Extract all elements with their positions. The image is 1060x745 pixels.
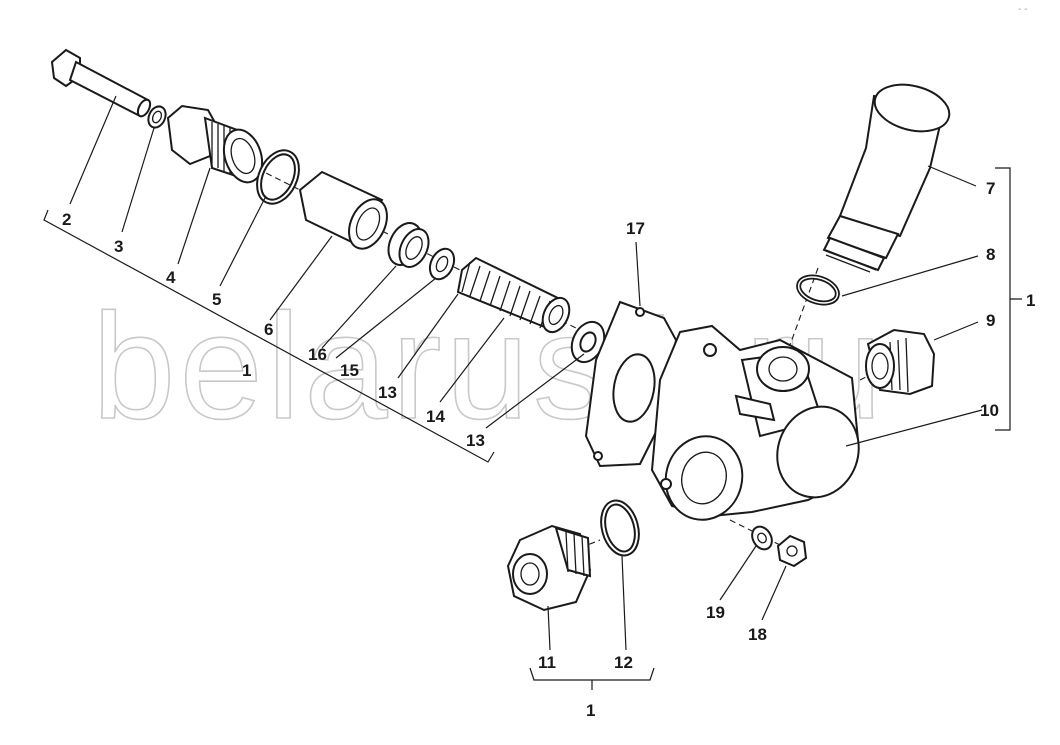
label-part-18: 18 — [748, 625, 767, 644]
part-6-sleeve — [298, 170, 388, 250]
part-13-washer — [570, 320, 606, 364]
part-16-bushing — [387, 222, 430, 268]
part-18-hex-nut — [776, 534, 808, 568]
label-part-2: 2 — [62, 210, 71, 229]
part-9-threaded-plug — [865, 328, 936, 396]
leader-lines — [69, 95, 983, 651]
label-part-5: 5 — [212, 290, 221, 309]
part-19-washer — [751, 525, 773, 551]
part-17-gasket — [584, 300, 678, 468]
label-part-16: 16 — [308, 345, 327, 364]
label-part-15: 15 — [340, 361, 359, 380]
label-part-7: 7 — [986, 179, 995, 198]
part-5-o-ring — [256, 149, 300, 205]
label-part-8: 8 — [986, 245, 995, 264]
label-part-13-lower: 13 — [466, 431, 485, 450]
label-part-17: 17 — [626, 219, 645, 238]
bracket-bottom-assembly — [529, 667, 655, 690]
part-15-ring — [428, 247, 456, 281]
part-12-o-ring — [600, 499, 640, 557]
part-4-threaded-fitting — [166, 104, 264, 184]
bracket-right-assembly — [995, 167, 1022, 431]
part-11-union-fitting — [506, 524, 592, 612]
part-2-bolt — [50, 48, 152, 118]
label-part-3: 3 — [114, 237, 123, 256]
label-part-19: 19 — [706, 603, 725, 622]
label-assembly-1-right: 1 — [1026, 291, 1035, 310]
label-part-12: 12 — [614, 653, 633, 672]
part-14-spring — [456, 256, 571, 334]
label-part-10: 10 — [980, 401, 999, 420]
label-part-13-upper: 13 — [378, 383, 397, 402]
corner-mark: - - — [1018, 4, 1027, 15]
label-part-11: 11 — [538, 653, 556, 672]
part-8-washer — [796, 274, 840, 306]
part-7-filter-cup — [822, 83, 951, 273]
bracket-left-assembly — [43, 209, 495, 463]
part-3-washer — [147, 105, 167, 129]
label-part-14: 14 — [426, 407, 445, 426]
label-part-9: 9 — [986, 311, 995, 330]
label-part-6: 6 — [264, 320, 273, 339]
label-assembly-1-bottom: 1 — [586, 701, 595, 720]
label-part-4: 4 — [166, 268, 176, 287]
part-10-valve-body — [650, 324, 860, 521]
filter-axis — [789, 267, 819, 346]
label-assembly-1-left: 1 — [242, 361, 251, 380]
